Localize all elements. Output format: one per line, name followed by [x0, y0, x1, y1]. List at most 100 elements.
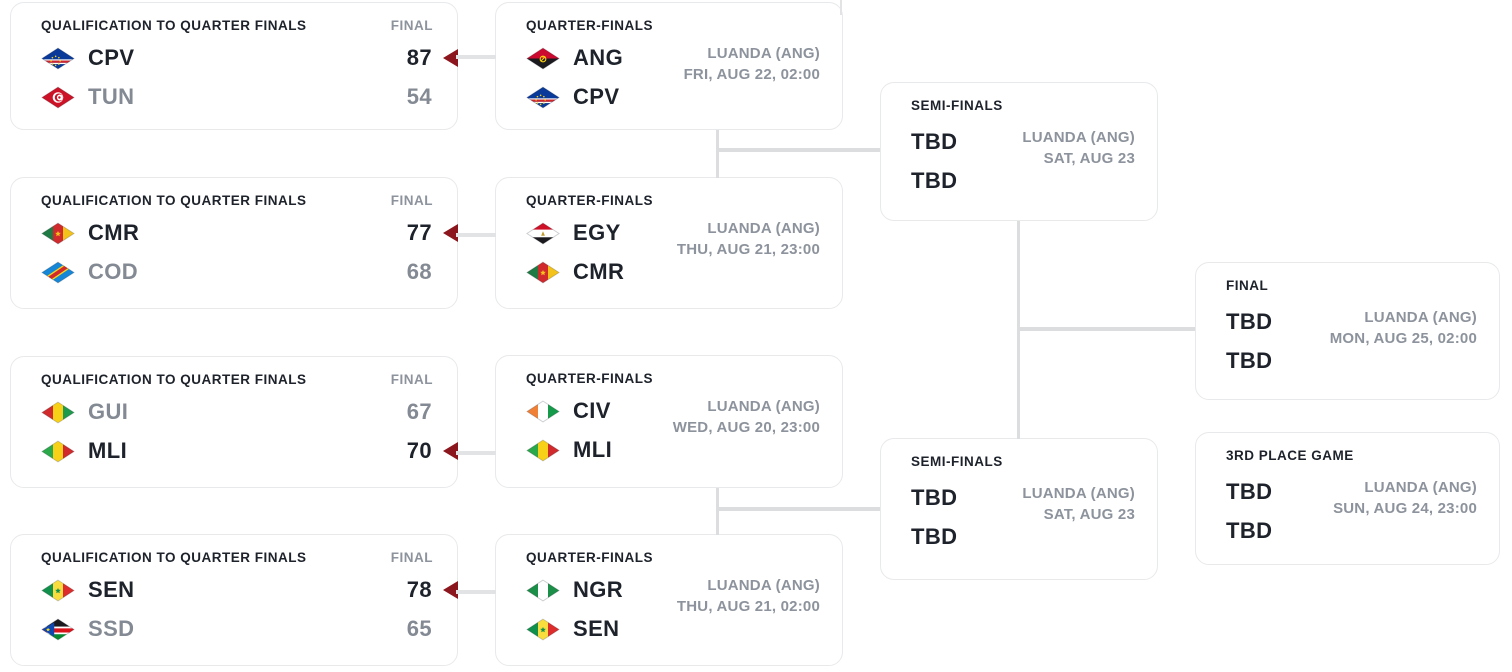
team-row: CMR [526, 257, 842, 287]
team-code: TBD [1226, 348, 1273, 373]
team-row: TBD [1226, 346, 1499, 376]
team-code: EGY [573, 220, 621, 245]
match-card-qualification-2[interactable]: QUALIFICATION TO QUARTER FINALS FINAL CM… [10, 177, 458, 309]
venue-datetime: THU, AUG 21, 02:00 [676, 598, 820, 615]
bracket-connector [1017, 327, 1195, 331]
venue-block: LUANDA (ANG) THU, AUG 21, 02:00 [677, 575, 820, 617]
match-card-semifinal-1[interactable]: SEMI-FINALS TBD TBD LUANDA (ANG) SAT, AU… [880, 82, 1158, 221]
team-row: SEN [526, 614, 842, 644]
team-row: TBD [911, 166, 1157, 196]
card-title: FINAL [1226, 278, 1269, 293]
bracket-connector [716, 130, 719, 178]
team-score: 87 [406, 45, 432, 70]
team-row: MLI 70 [41, 436, 458, 466]
winner-arrow-icon [443, 581, 458, 599]
team-row: NGR [526, 575, 842, 605]
match-card-third-place[interactable]: 3RD PLACE GAME TBD TBD LUANDA (ANG) SUN,… [1195, 432, 1500, 565]
team-row: CPV 87 [41, 43, 458, 73]
match-card-final[interactable]: FINAL TBD TBD LUANDA (ANG) MON, AUG 25, … [1195, 262, 1500, 400]
venue-block: LUANDA (ANG) SAT, AUG 23 [1022, 127, 1135, 169]
gui-flag-icon [41, 401, 75, 424]
team-code: TBD [911, 168, 958, 193]
match-card-quarterfinal-4[interactable]: QUARTER-FINALS NGR SEN LUANDA (ANG) THU,… [495, 534, 843, 666]
team-row: CPV [526, 82, 842, 112]
cmr-flag-icon [41, 222, 75, 245]
mli-flag-icon [526, 439, 560, 462]
match-card-qualification-3[interactable]: QUALIFICATION TO QUARTER FINALS FINAL GU… [10, 356, 458, 488]
team-row: MLI [526, 435, 842, 465]
match-card-quarterfinal-1[interactable]: QUARTER-FINALS ANG CPV LUANDA (ANG) FRI,… [495, 2, 843, 130]
match-card-semifinal-2[interactable]: SEMI-FINALS TBD TBD LUANDA (ANG) SAT, AU… [880, 438, 1158, 580]
team-code: SSD [88, 616, 135, 641]
card-status: FINAL [390, 550, 433, 565]
venue-location: LUANDA (ANG) [707, 577, 820, 594]
mli-flag-icon [41, 440, 75, 463]
cod-flag-icon [41, 261, 75, 284]
team-code: CPV [573, 84, 620, 109]
team-score: 68 [406, 259, 432, 284]
bracket-connector [716, 488, 719, 535]
card-title: QUARTER-FINALS [526, 550, 653, 565]
card-title: QUALIFICATION TO QUARTER FINALS [41, 372, 307, 387]
ngr-flag-icon [526, 579, 560, 602]
team-row: TBD [911, 522, 1157, 552]
team-code: CMR [88, 220, 140, 245]
match-card-quarterfinal-3[interactable]: QUARTER-FINALS CIV MLI LUANDA (ANG) WED,… [495, 355, 843, 488]
match-card-qualification-1[interactable]: QUALIFICATION TO QUARTER FINALS FINAL CP… [10, 2, 458, 130]
bracket-connector [456, 55, 496, 59]
match-card-quarterfinal-2[interactable]: QUARTER-FINALS EGY CMR LUANDA (ANG) THU,… [495, 177, 843, 309]
venue-location: LUANDA (ANG) [707, 45, 820, 62]
ssd-flag-icon [41, 618, 75, 641]
team-score: 78 [406, 577, 432, 602]
card-title: QUARTER-FINALS [526, 371, 653, 386]
team-row: COD 68 [41, 257, 457, 287]
bracket-connector [456, 233, 496, 237]
team-code: TBD [1226, 479, 1273, 504]
card-status: FINAL [390, 372, 433, 387]
venue-datetime: FRI, AUG 22, 02:00 [683, 66, 820, 83]
bracket-connector [716, 507, 880, 511]
team-row: GUI 67 [41, 397, 457, 427]
card-title: QUARTER-FINALS [526, 193, 653, 208]
team-score: 77 [406, 220, 432, 245]
team-code: SEN [88, 577, 135, 602]
team-code: TBD [911, 524, 958, 549]
venue-location: LUANDA (ANG) [1364, 479, 1477, 496]
bracket-connector [456, 451, 496, 455]
match-card-qualification-4[interactable]: QUALIFICATION TO QUARTER FINALS FINAL SE… [10, 534, 458, 666]
team-code: SEN [573, 616, 620, 641]
venue-datetime: MON, AUG 25, 02:00 [1329, 330, 1477, 347]
venue-datetime: SAT, AUG 23 [1043, 150, 1135, 167]
sen-flag-icon [526, 618, 560, 641]
team-row: SSD 65 [41, 614, 457, 644]
team-code: ANG [573, 45, 624, 70]
venue-location: LUANDA (ANG) [707, 398, 820, 415]
venue-datetime: SAT, AUG 23 [1043, 506, 1135, 523]
team-code: TBD [911, 129, 958, 154]
card-title: QUARTER-FINALS [526, 18, 653, 33]
venue-location: LUANDA (ANG) [1364, 309, 1477, 326]
team-code: GUI [88, 399, 129, 424]
venue-block: LUANDA (ANG) MON, AUG 25, 02:00 [1330, 307, 1477, 349]
venue-block: LUANDA (ANG) SUN, AUG 24, 23:00 [1333, 477, 1477, 519]
team-code: TBD [1226, 518, 1273, 543]
team-code: CMR [573, 259, 625, 284]
team-row: TUN 54 [41, 82, 457, 112]
card-status: FINAL [390, 193, 433, 208]
team-score: 65 [406, 616, 432, 641]
team-score: 67 [406, 399, 432, 424]
team-code: CPV [88, 45, 135, 70]
egy-flag-icon [526, 222, 560, 245]
card-title: SEMI-FINALS [911, 454, 1003, 469]
team-row: TBD [911, 483, 1157, 513]
team-code: TUN [88, 84, 135, 109]
team-row: TBD [1226, 516, 1499, 546]
bracket-connector [456, 590, 496, 594]
card-title: QUALIFICATION TO QUARTER FINALS [41, 18, 307, 33]
team-code: NGR [573, 577, 624, 602]
winner-arrow-icon [443, 442, 458, 460]
winner-arrow-icon [443, 49, 458, 67]
team-code: MLI [573, 437, 613, 462]
team-row: TBD [911, 127, 1157, 157]
venue-location: LUANDA (ANG) [707, 220, 820, 237]
